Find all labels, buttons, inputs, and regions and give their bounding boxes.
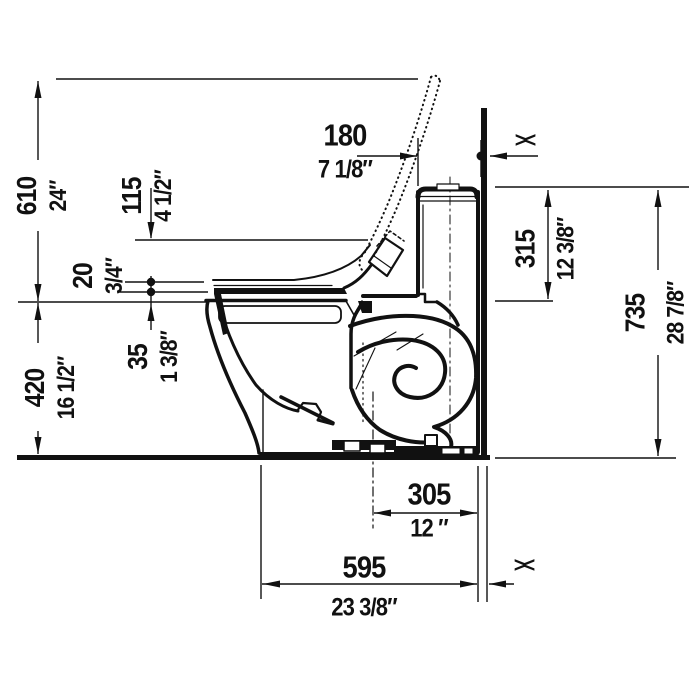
trapway: [348, 301, 479, 449]
dim-595-mm: 595: [342, 549, 387, 585]
dim-180-label: 180 7 1/8″: [317, 117, 373, 184]
raised-lid-dashed: [358, 74, 441, 272]
dim-420-label: 420 16 1/2″: [19, 356, 80, 420]
dim-595-label: 595 23 3/8″: [331, 552, 397, 621]
dim-20-mm: 20: [67, 263, 98, 289]
dim-180-mm: 180: [323, 117, 368, 153]
dim-610-inch: 24″: [45, 180, 72, 212]
dim-735-inch: 28 7/8″: [662, 281, 690, 345]
toilet-outline: [204, 74, 480, 529]
tank-base-step: [416, 292, 439, 304]
rim-inner: [218, 305, 342, 324]
bowl-outer: [205, 299, 261, 455]
dim-735-label: 735 28 7/8″: [619, 281, 690, 345]
dim-420-inch: 16 1/2″: [53, 356, 80, 420]
dim-610-label: 610 24″: [11, 176, 72, 216]
dim-115-label: 115 4 1/2″: [116, 170, 177, 222]
base-foot: [394, 446, 478, 455]
dim-35-mm: 35: [122, 344, 153, 370]
mounting-bolt: [424, 434, 438, 447]
dim-610-mm: 610: [11, 176, 42, 216]
dim-305-mm: 305: [407, 476, 452, 512]
dim-305-inch: 12 ″: [410, 514, 448, 543]
lid-hinge-dashed: [376, 230, 405, 247]
dim-315-label: 315 12 3/8″: [509, 217, 580, 281]
dim-115-inch: 4 1/2″: [150, 170, 177, 222]
finished-wall-symbol-bottom: ><: [513, 554, 535, 577]
base-notch-2: [463, 447, 474, 455]
floor-line: [17, 455, 490, 460]
flush-button: [436, 183, 460, 191]
dim-305-label: 305 12 ″: [407, 476, 452, 543]
wall-line: [481, 108, 487, 456]
seat-control-unit: [367, 236, 405, 278]
arrowheads: [34, 81, 662, 588]
dot-arrow-seat-bottom: [146, 287, 156, 297]
dim-20-inch: 3/4″: [101, 258, 128, 294]
dim-735-mm: 735: [619, 293, 651, 333]
outlet-gasket: [343, 440, 361, 452]
outlet-flange: [332, 440, 396, 450]
dot-arrow-seat-top: [146, 277, 156, 287]
dim-315-inch: 12 3/8″: [552, 217, 580, 281]
dim-595-inch: 23 3/8″: [331, 593, 397, 622]
trapway-fold-lines: [353, 331, 424, 390]
finished-wall-symbol-top: ><: [514, 129, 536, 152]
outlet-gasket-2: [369, 443, 386, 454]
bowl-inner: [218, 305, 300, 413]
dim-115-mm: 115: [116, 177, 147, 215]
dim-20-label: 20 3/4″: [67, 258, 128, 294]
dim-420-mm: 420: [19, 368, 50, 408]
dim-315-mm: 315: [509, 229, 541, 269]
raised-lid-tip: [430, 74, 441, 82]
seat-arm: [342, 262, 374, 290]
dim-35-inch: 1 3/8″: [156, 331, 183, 383]
base-notch: [441, 447, 461, 455]
dim-180-inch: 7 1/8″: [317, 155, 373, 184]
wall-and-floor: [17, 108, 490, 460]
seat-body: [214, 288, 347, 294]
dim-35-label: 35 1 3/8″: [122, 331, 183, 383]
seat-top: [212, 244, 371, 281]
